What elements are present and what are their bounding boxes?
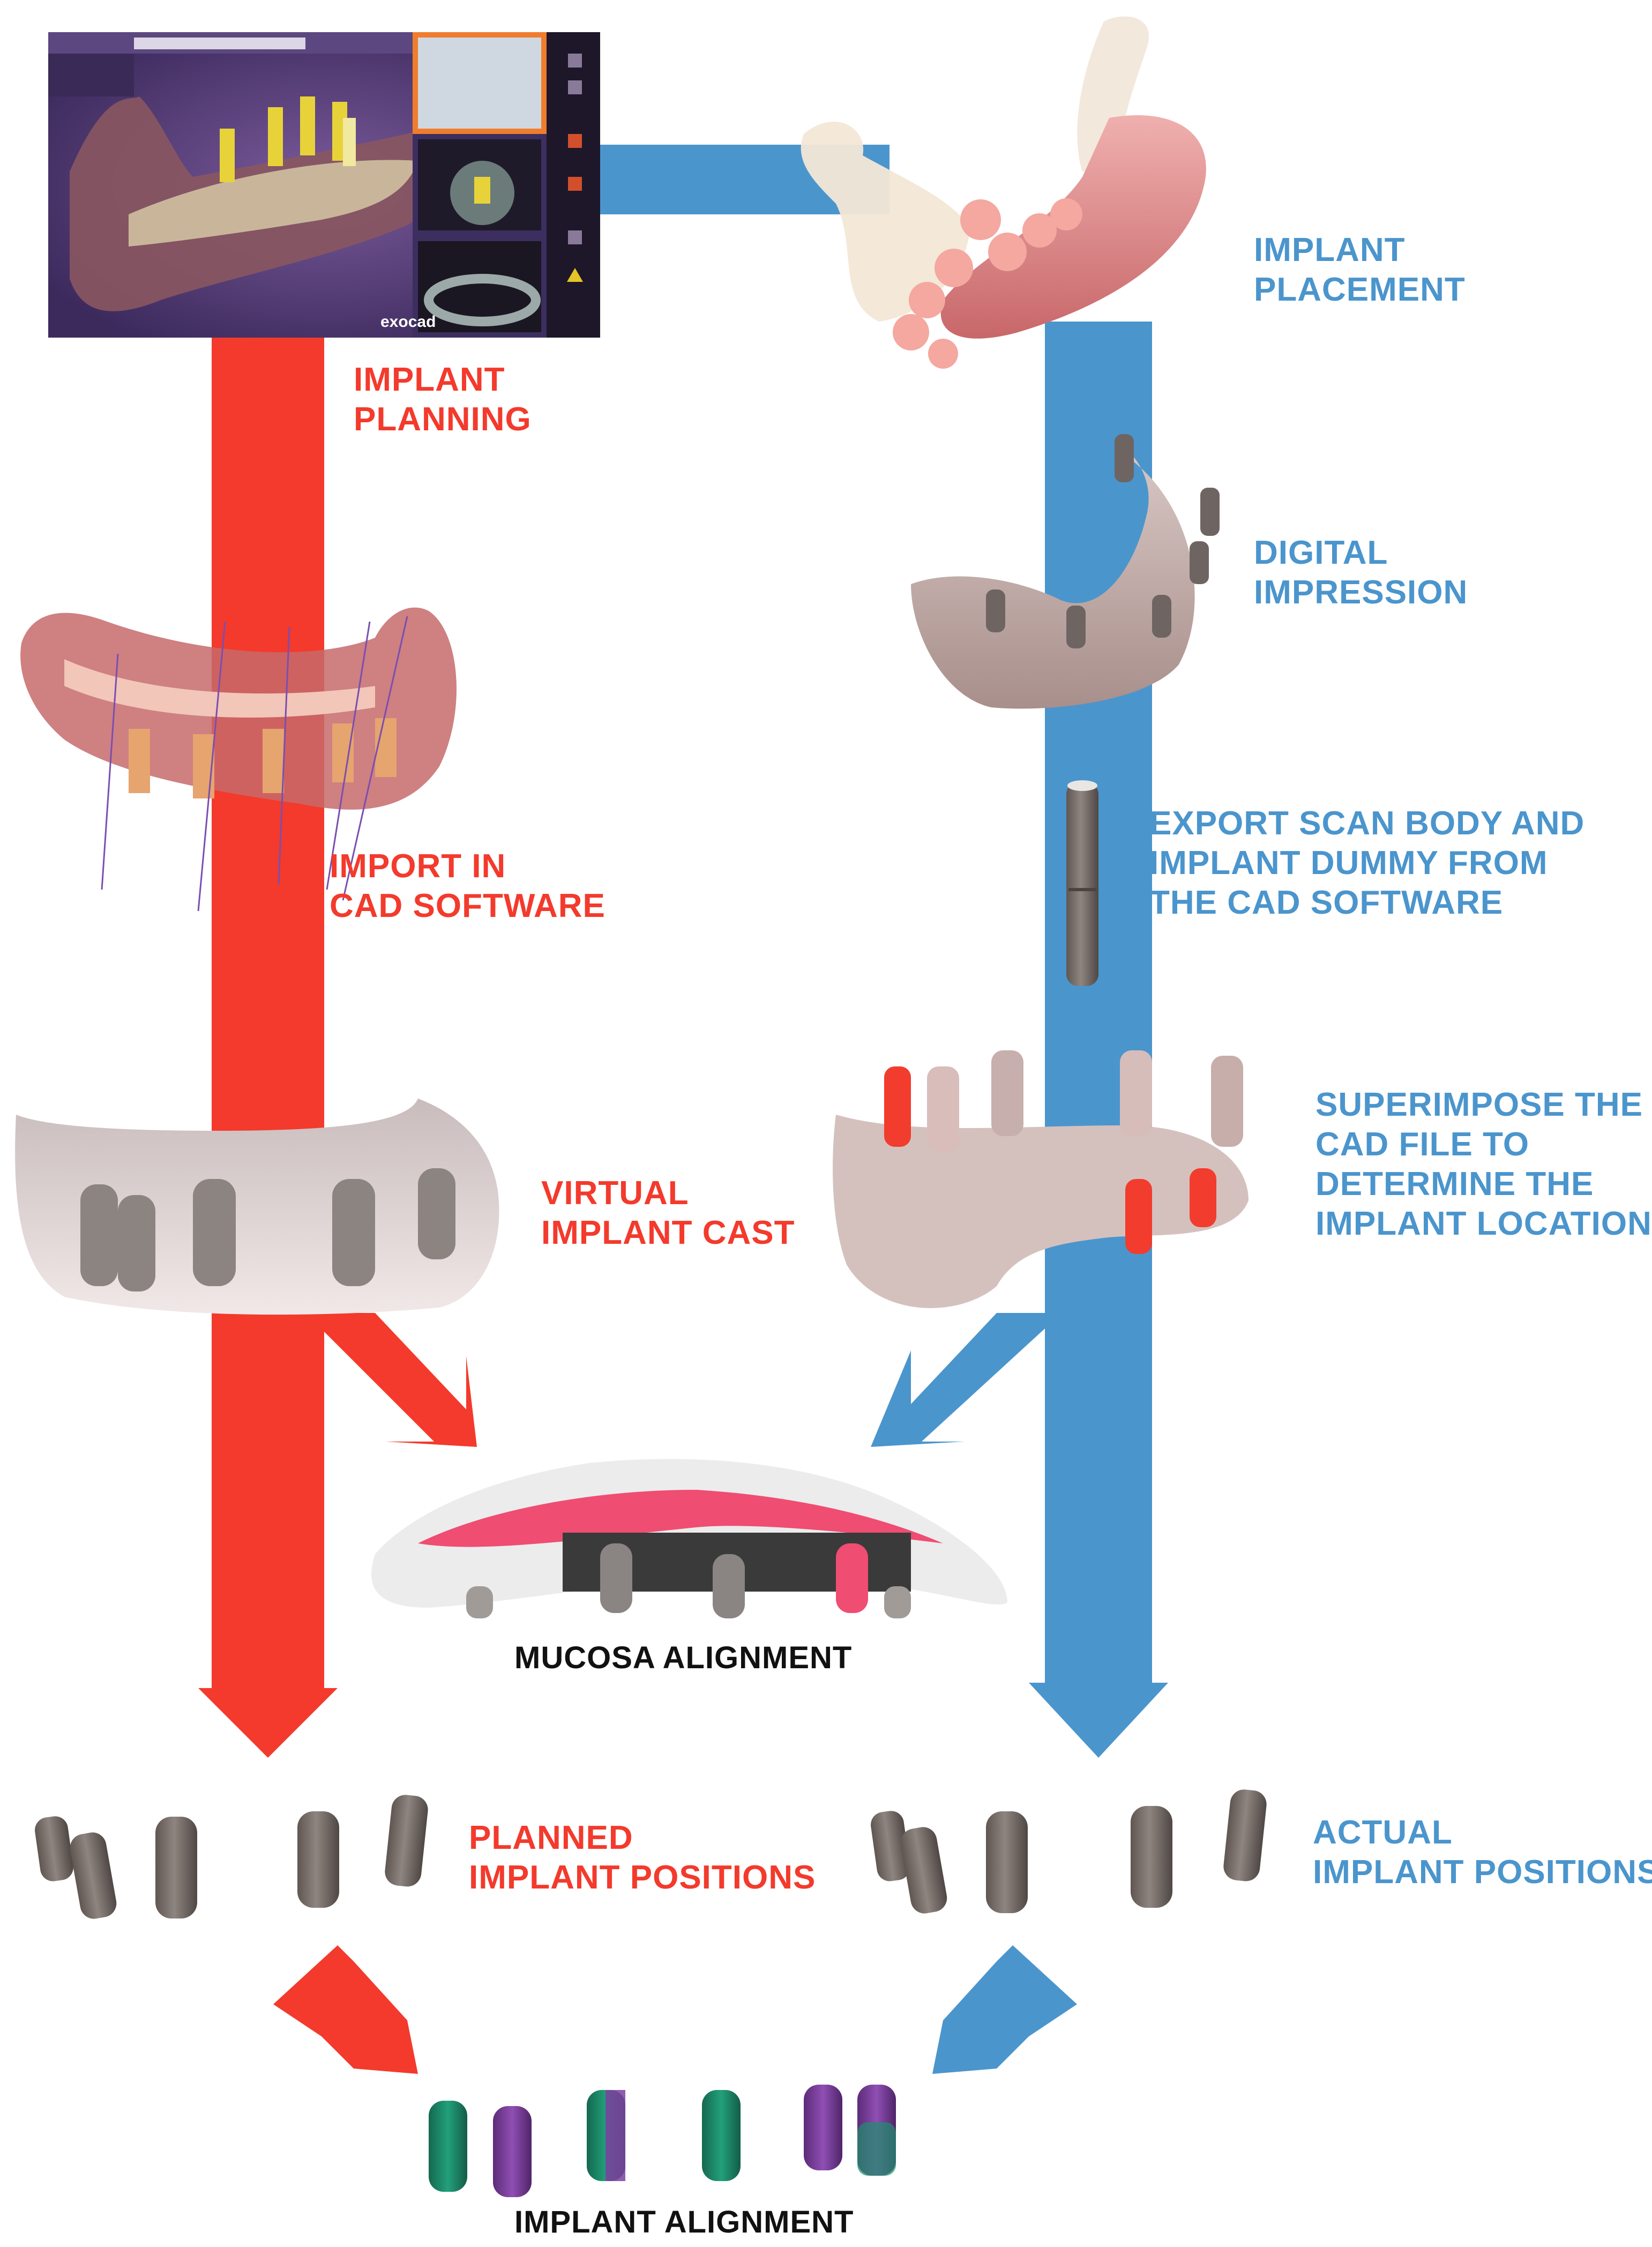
red-converge-arrow [273, 1945, 418, 2074]
label-line: IMPRESSION [1254, 574, 1468, 611]
label-line: MUCOSA ALIGNMENT [514, 1640, 853, 1675]
aligned-implants-image [429, 2085, 896, 2197]
label-implant-placement: IMPLANT PLACEMENT [1254, 230, 1466, 310]
implant-planning-screenshot: exocad [48, 32, 600, 338]
label-import-cad: IMPORT IN CAD SOFTWARE [330, 847, 606, 926]
label-line: CAD FILE TO [1315, 1126, 1530, 1163]
label-planned-positions: PLANNED IMPLANT POSITIONS [469, 1818, 816, 1898]
label-line: SUPERIMPOSE THE [1315, 1086, 1643, 1123]
label-line: PLANNING [354, 401, 532, 438]
mucosa-alignment-image [371, 1459, 1007, 1618]
red-branch-arrow [316, 1313, 477, 1447]
label-virtual-cast: VIRTUAL IMPLANT CAST [541, 1174, 795, 1253]
surgical-guide-image [801, 16, 1206, 369]
label-line: IMPLANT [1254, 232, 1406, 268]
label-line: THE CAD SOFTWARE [1149, 884, 1504, 921]
label-line: PLANNED [469, 1819, 633, 1856]
planned-implants-image [35, 1795, 428, 1919]
blue-converge-arrow [932, 1945, 1077, 2074]
label-line: IMPLANT LOCATION [1315, 1205, 1652, 1242]
label-line: IMPLANT DUMMY FROM [1149, 845, 1548, 882]
label-line: DETERMINE THE [1315, 1166, 1594, 1203]
label-digital-impression: DIGITAL IMPRESSION [1254, 533, 1468, 613]
actual-implants-image [871, 1789, 1267, 1914]
label-line: EXPORT SCAN BODY AND [1149, 805, 1585, 842]
jaw-model-image [20, 607, 457, 912]
label-line: IMPLANT [354, 361, 505, 398]
label-line: CAD SOFTWARE [330, 887, 606, 924]
label-line: VIRTUAL [541, 1175, 689, 1212]
label-mucosa-alignment: MUCOSA ALIGNMENT [514, 1638, 852, 1678]
blue-branch-arrow [871, 1313, 1050, 1447]
digital-impression-image [911, 434, 1220, 709]
label-line: PLACEMENT [1254, 271, 1466, 308]
screenshot-brand: exocad [380, 313, 436, 331]
label-implant-alignment: IMPLANT ALIGNMENT [514, 2203, 854, 2242]
label-line: IMPORT IN [330, 848, 506, 885]
label-superimpose: SUPERIMPOSE THE CAD FILE TO DETERMINE TH… [1315, 1085, 1652, 1244]
superimpose-image [833, 1050, 1249, 1308]
label-line: IMPLANT ALIGNMENT [514, 2205, 854, 2239]
label-line: DIGITAL [1254, 534, 1388, 571]
label-line: ACTUAL [1313, 1814, 1453, 1851]
label-line: IMPLANT CAST [541, 1214, 795, 1251]
label-actual-positions: ACTUAL IMPLANT POSITIONS [1313, 1813, 1652, 1892]
label-export-scan: EXPORT SCAN BODY AND IMPLANT DUMMY FROM … [1149, 804, 1584, 923]
virtual-cast-image [15, 1099, 499, 1315]
red-main-arrow [198, 322, 338, 1758]
label-line: IMPLANT POSITIONS [469, 1859, 816, 1896]
label-line: IMPLANT POSITIONS [1313, 1854, 1652, 1891]
scan-body-image [1066, 780, 1098, 986]
label-implant-planning: IMPLANT PLANNING [354, 360, 532, 439]
